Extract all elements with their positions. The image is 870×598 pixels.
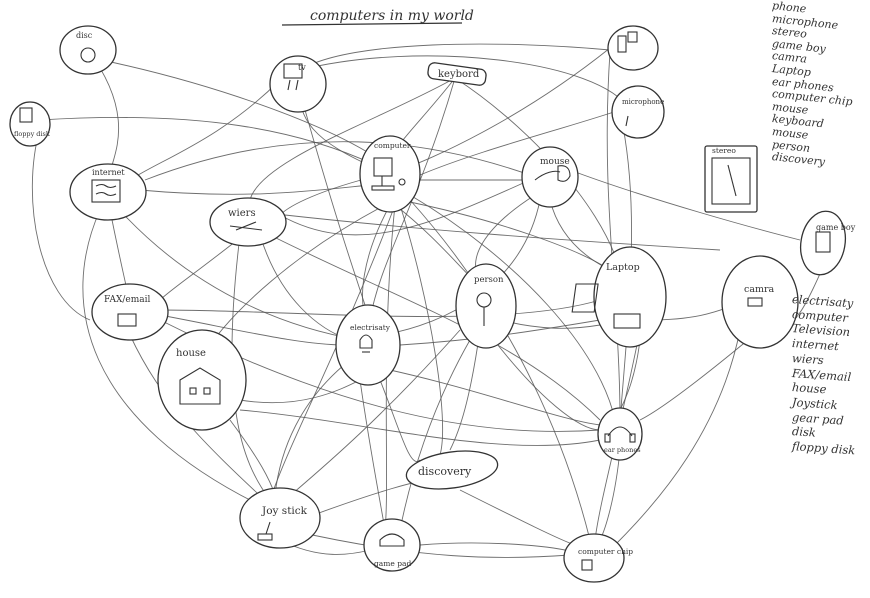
node-ear-phones: ear phones [597,407,643,461]
node-internet: internet [69,163,147,221]
svg-text:camra: camra [744,284,775,295]
camera-icon [747,297,763,307]
mouse-icon [398,178,406,186]
node-disc: disc [59,25,117,75]
lightbulb-icon [359,334,373,349]
svg-text:Joy stick: Joy stick [261,505,308,517]
svg-text:mouse: mouse [540,157,570,167]
title-underline [281,22,463,26]
node-mobile-phone [607,25,659,71]
node-floppy-disk: floppy disk [9,101,51,147]
node-wires: wiers [209,197,287,247]
node-tv: tv [269,55,327,113]
node-mouse: mouse [521,146,579,208]
node-computer: computer [359,135,421,213]
chip-icon [581,559,593,571]
svg-text:game pad: game pad [374,559,411,568]
svg-text:floppy disk: floppy disk [14,130,50,138]
svg-text:Laptop: Laptop [606,262,640,273]
node-fax-email: FAX/email [91,283,169,341]
house-icon [179,367,221,405]
map-title: computers in my world [310,8,474,24]
node-person: person [455,263,517,349]
node-game-pad: game pad [363,518,421,572]
node-computer-chip: computer chip [563,533,633,583]
legend-top: phone microphone stereo game boy camra L… [771,0,870,169]
headphones-icon [607,426,633,437]
node-electricity: electrisaty [335,304,401,386]
node-microphone: microphone [611,85,665,139]
svg-text:discovery: discovery [418,465,472,478]
svg-text:electrisaty: electrisaty [350,323,391,332]
gamepad-icon [379,533,405,547]
svg-text:computer chip: computer chip [578,547,633,556]
node-stereo: stereo [704,145,758,213]
node-discovery: discovery [405,450,499,490]
svg-text:house: house [176,348,206,359]
node-joystick: Joy stick [239,487,321,549]
svg-text:computer: computer [374,141,411,150]
phone-icon [617,35,627,53]
svg-text:FAX/email: FAX/email [104,295,151,305]
disc-icon [80,47,96,63]
svg-text:microphone: microphone [622,98,664,106]
node-game-boy: game boy [799,210,856,276]
svg-text:game boy: game boy [816,223,856,232]
node-house: house [157,329,247,431]
svg-text:wiers: wiers [228,208,256,219]
node-laptop: Laptop [571,246,667,348]
laptop-icon [613,313,641,329]
svg-text:ear phones: ear phones [604,446,641,454]
svg-text:stereo: stereo [712,146,736,155]
svg-text:keybord: keybord [438,69,480,80]
node-keyboard: keybord [427,62,487,86]
svg-text:person: person [474,275,504,285]
node-camera: camra [721,255,799,349]
svg-text:tv: tv [298,63,306,72]
svg-text:disc: disc [76,31,93,40]
legend-bottom: electrisaty computer Television internet… [792,292,870,457]
svg-text:internet: internet [92,168,125,177]
